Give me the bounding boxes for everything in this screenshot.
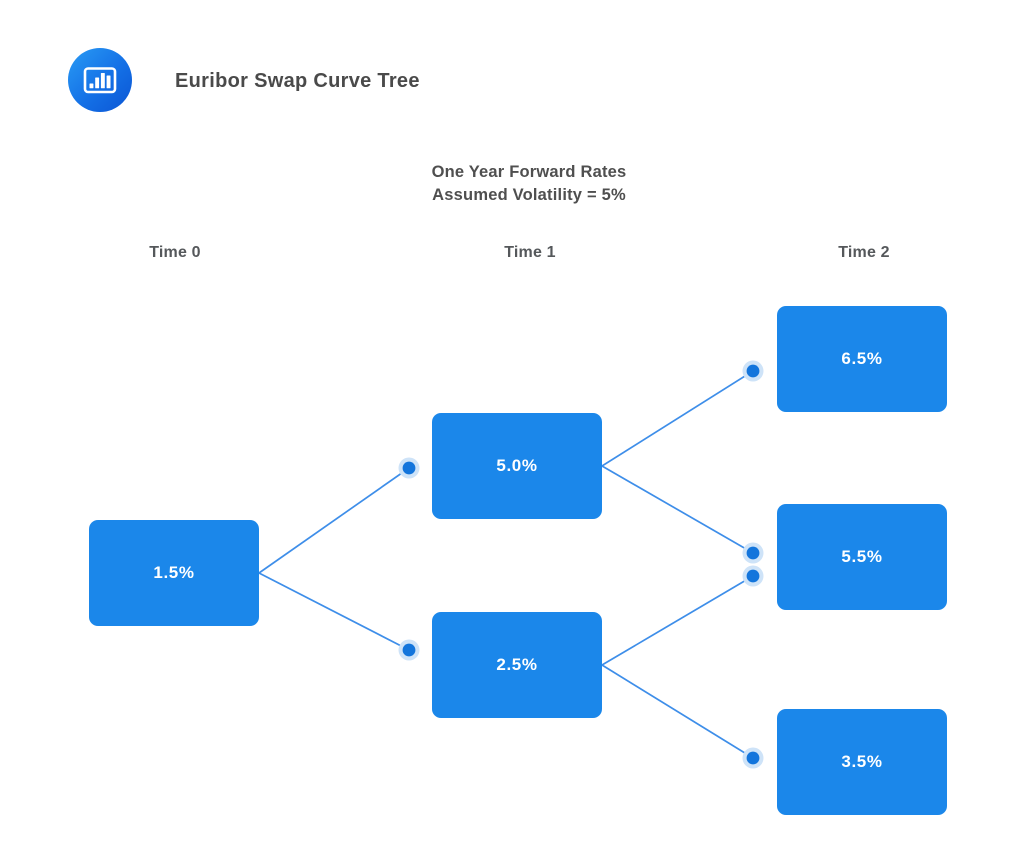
node-rate-label: 1.5%: [153, 563, 195, 582]
chart-subtitle: One Year Forward Rates Assumed Volatilit…: [329, 161, 729, 207]
bar-chart-icon: [83, 67, 117, 94]
subtitle-line-2: Assumed Volatility = 5%: [432, 186, 626, 204]
edge-t1-down-to-t2-downdown: [601, 664, 754, 759]
column-label-time-2: Time 2: [838, 244, 890, 261]
connector-dot-halo: [398, 457, 420, 479]
connector-dot-halo: [398, 639, 420, 661]
subtitle-line-1: One Year Forward Rates: [431, 163, 627, 181]
node-rate-label: 2.5%: [496, 655, 538, 674]
column-label-time-0: Time 0: [149, 244, 201, 261]
connector-dot-halo: [742, 360, 764, 382]
app-logo: [68, 48, 132, 112]
connector-dot-halo: [742, 747, 764, 769]
tree-node-time2-mid: 5.5%: [777, 504, 947, 610]
edge-t1-up-to-t2-mid: [601, 465, 754, 554]
tree-node-time1-up: 5.0%: [432, 413, 602, 519]
edge-t0-to-t1-up: [258, 467, 410, 574]
tree-node-time0: 1.5%: [89, 520, 259, 626]
tree-node-time2-upup: 6.5%: [777, 306, 947, 412]
edge-t1-up-to-t2-upup: [601, 370, 754, 467]
connector-dot-halo: [742, 565, 764, 587]
connector-dot-halo: [742, 542, 764, 564]
connector-dot: [746, 546, 760, 560]
connector-dot: [402, 461, 416, 475]
tree-node-time1-down: 2.5%: [432, 612, 602, 718]
node-rate-label: 3.5%: [841, 752, 883, 771]
column-label-time-1: Time 1: [504, 244, 556, 261]
connector-dot: [746, 569, 760, 583]
connector-dot: [746, 364, 760, 378]
connector-dot: [402, 643, 416, 657]
node-rate-label: 5.5%: [841, 547, 883, 566]
edge-t0-to-t1-down: [258, 572, 410, 651]
tree-node-time2-downdown: 3.5%: [777, 709, 947, 815]
connector-dot: [746, 751, 760, 765]
page-title: Euribor Swap Curve Tree: [175, 70, 420, 92]
edge-t1-down-to-t2-mid: [601, 575, 754, 666]
node-rate-label: 5.0%: [496, 456, 538, 475]
node-rate-label: 6.5%: [841, 349, 883, 368]
